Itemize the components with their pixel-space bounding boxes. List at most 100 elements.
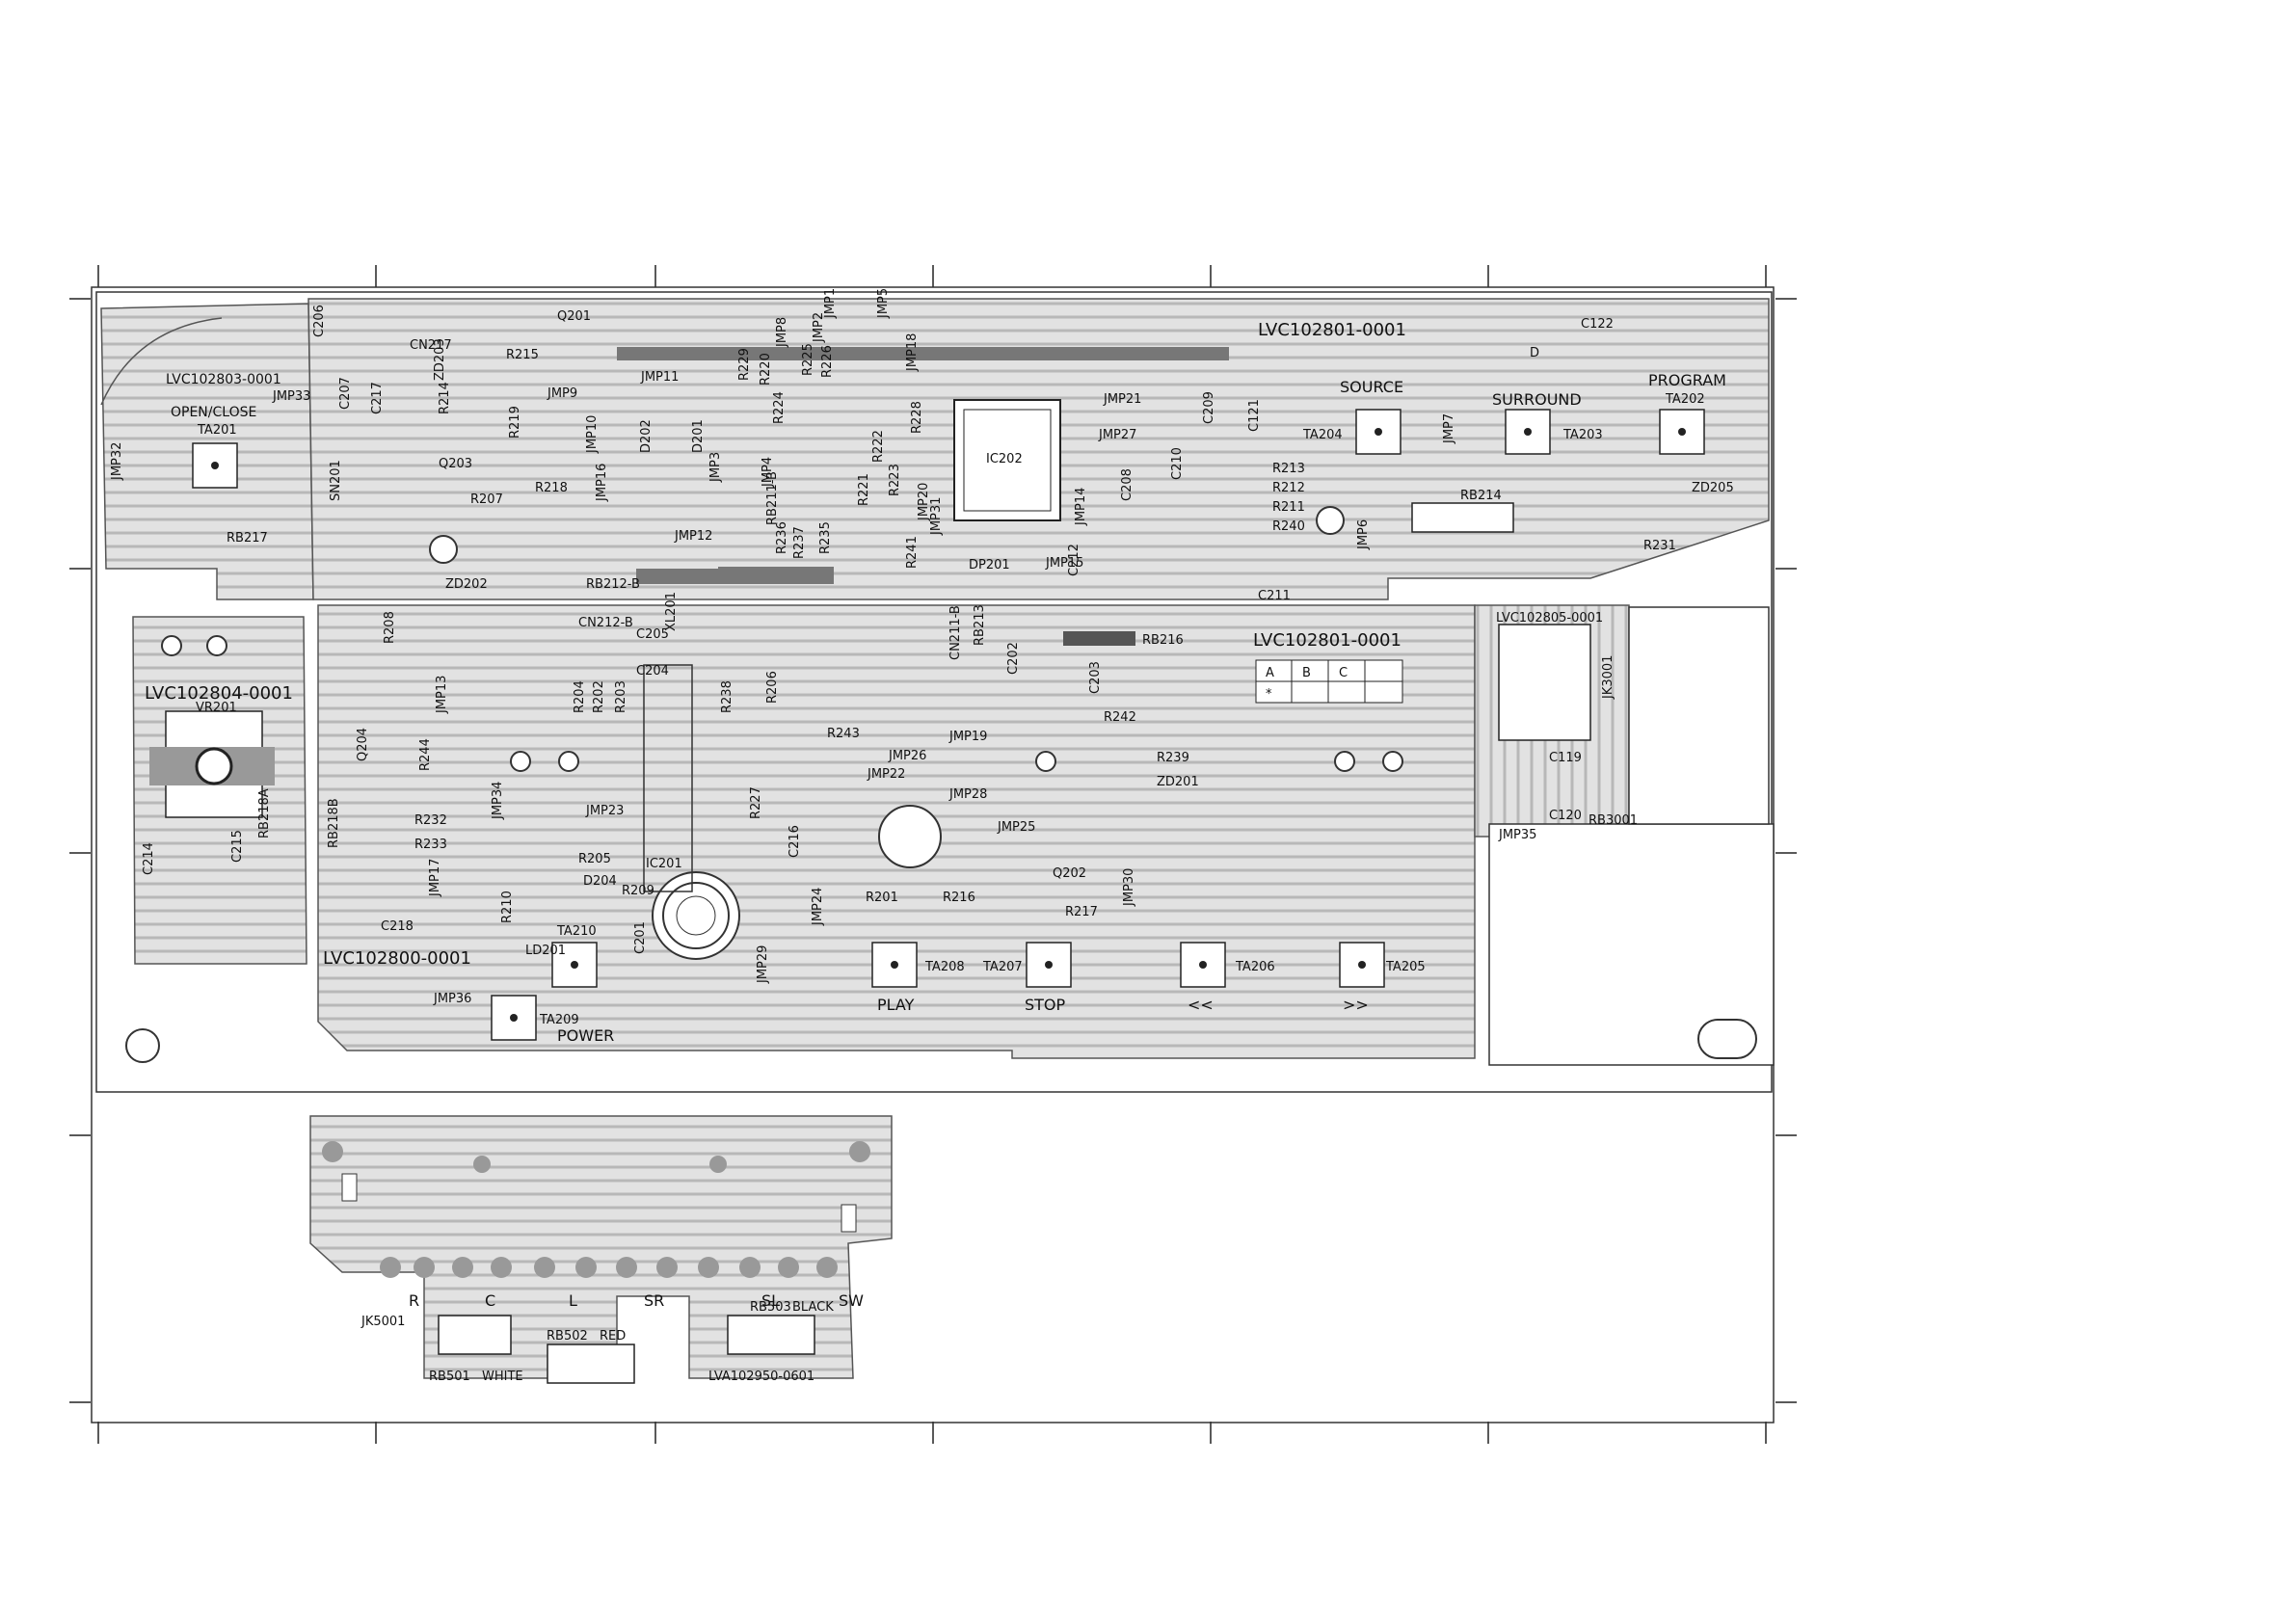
- ic201-body: [643, 664, 693, 892]
- ref-jmp22: JMP22: [867, 767, 905, 782]
- svg-text:TA206: TA206: [1235, 960, 1275, 974]
- ref-r244: R244: [418, 738, 433, 771]
- ref-r236: R236: [775, 521, 789, 554]
- svg-text:<<: <<: [1188, 996, 1214, 1014]
- key-switches: TA201 OPEN/CLOSE TA204 SOURCE TA203 SURR…: [171, 371, 1726, 1045]
- ic202-body: [953, 399, 1061, 521]
- ref-r210: R210: [500, 891, 515, 923]
- ref-jk5001: JK5001: [360, 1315, 405, 1329]
- ref-jmp31: JMP31: [929, 497, 944, 536]
- ref-jmp25: JMP25: [997, 820, 1035, 835]
- ref-rb212-b: RB212-B: [586, 577, 640, 592]
- ref-c217: C217: [370, 382, 385, 414]
- svg-text:PLAY: PLAY: [877, 996, 915, 1014]
- ref-c208: C208: [1120, 468, 1135, 501]
- ref-vr201: VR201: [196, 701, 237, 715]
- ref-jmp8: JMP8: [775, 317, 789, 348]
- ref-jmp6: JMP6: [1356, 519, 1371, 550]
- ref-sn201: SN201: [329, 460, 343, 501]
- ref-cn212-b: CN212-B: [578, 616, 633, 630]
- ic201-spindle: [676, 895, 716, 936]
- ref-r209: R209: [622, 884, 654, 898]
- main-panel-outline: [95, 291, 1773, 1093]
- svg-text:TA210: TA210: [556, 924, 597, 939]
- svg-text:PROGRAM: PROGRAM: [1648, 371, 1726, 389]
- ref-r228: R228: [910, 401, 924, 434]
- ref-rb211-b: RB211-B: [765, 471, 780, 525]
- ref-r237: R237: [792, 526, 807, 559]
- ref-jmp16: JMP16: [595, 464, 609, 502]
- ref-rb3001: RB3001: [1589, 813, 1638, 828]
- key-ta209: TA209 POWER: [491, 995, 614, 1045]
- vr201-shaft: [195, 747, 233, 785]
- ref-r211: R211: [1272, 500, 1305, 515]
- svg-text:RB503: RB503: [750, 1300, 791, 1315]
- ref-d202: D202: [639, 419, 654, 453]
- channel-l: L: [569, 1291, 577, 1310]
- ref-rb214: RB214: [1460, 489, 1502, 503]
- cutout-right-box: [1628, 606, 1770, 825]
- ref-rb213: RB213: [973, 604, 987, 646]
- ref-c207: C207: [338, 377, 353, 410]
- ref-jmp2: JMP2: [812, 312, 826, 343]
- ref-r231: R231: [1643, 539, 1676, 553]
- ref-c214: C214: [142, 842, 156, 875]
- rb214: [1411, 502, 1514, 533]
- rb216: [1063, 631, 1135, 646]
- key-ta202: TA202 PROGRAM: [1648, 371, 1726, 455]
- ref-zd202: ZD202: [445, 577, 488, 592]
- ref-d201: D201: [691, 419, 706, 453]
- ref-jmp5: JMP5: [876, 288, 891, 319]
- ref-q203: Q203: [439, 457, 472, 471]
- ref-jmp14: JMP14: [1074, 488, 1088, 526]
- ref-c206: C206: [312, 305, 327, 337]
- ref-c215: C215: [230, 830, 245, 863]
- ref-r213: R213: [1272, 462, 1305, 476]
- ref-r219: R219: [508, 406, 522, 439]
- connector-labels: RB501 WHITE RB502 RED RB503 BLACK: [429, 1300, 834, 1384]
- ref-jmp20: JMP20: [917, 483, 931, 521]
- ref-c203: C203: [1088, 661, 1103, 694]
- ref-r222: R222: [871, 430, 886, 463]
- ref-r243: R243: [827, 727, 860, 741]
- ref-r207: R207: [470, 492, 503, 507]
- key-ta203: TA203 SURROUND: [1492, 390, 1603, 455]
- ref-r212: R212: [1272, 481, 1305, 495]
- frame-ticks: [69, 265, 1797, 1444]
- ref-r232: R232: [414, 813, 447, 828]
- ref-jmp24: JMP24: [811, 888, 825, 926]
- ref-c201: C201: [633, 921, 648, 954]
- ref-jmp12: JMP12: [674, 529, 712, 544]
- ref-c119: C119: [1549, 751, 1582, 765]
- svg-text:OPEN/CLOSE: OPEN/CLOSE: [171, 405, 256, 420]
- ref-jmp35: JMP35: [1498, 828, 1536, 842]
- ref-jmp17: JMP17: [428, 859, 442, 897]
- ref-c209: C209: [1202, 391, 1216, 424]
- ic202-inner: [963, 409, 1052, 512]
- ref-jmp27: JMP27: [1098, 428, 1136, 442]
- ref-r203: R203: [614, 680, 628, 713]
- output-channel-labels: R C L SR SL SW: [409, 1291, 864, 1310]
- ic-pin-row: [617, 347, 1229, 584]
- ref-r218: R218: [535, 481, 568, 495]
- ref-jmp23: JMP23: [585, 804, 624, 818]
- jk3001: [1498, 624, 1591, 741]
- ref-c120: C120: [1549, 809, 1582, 823]
- ref-zd203: ZD203: [433, 338, 447, 381]
- ref-jmp36: JMP36: [433, 992, 471, 1006]
- output-jack-pads: [322, 1141, 870, 1278]
- ref-cn211-b: CN211-B: [948, 605, 963, 660]
- ref-jmp9: JMP9: [547, 386, 577, 401]
- board-label-b0: LVC102800-0001: [323, 948, 471, 969]
- ref-r242: R242: [1104, 710, 1136, 725]
- ref-c218: C218: [381, 919, 414, 934]
- opt-head-a: A: [1266, 666, 1274, 680]
- svg-text:RED: RED: [600, 1329, 626, 1344]
- ref-r217: R217: [1065, 905, 1098, 919]
- channel-c: C: [485, 1291, 495, 1310]
- svg-text:TA207: TA207: [982, 960, 1023, 974]
- ref-r229: R229: [737, 348, 752, 381]
- svg-text:TA208: TA208: [924, 960, 965, 974]
